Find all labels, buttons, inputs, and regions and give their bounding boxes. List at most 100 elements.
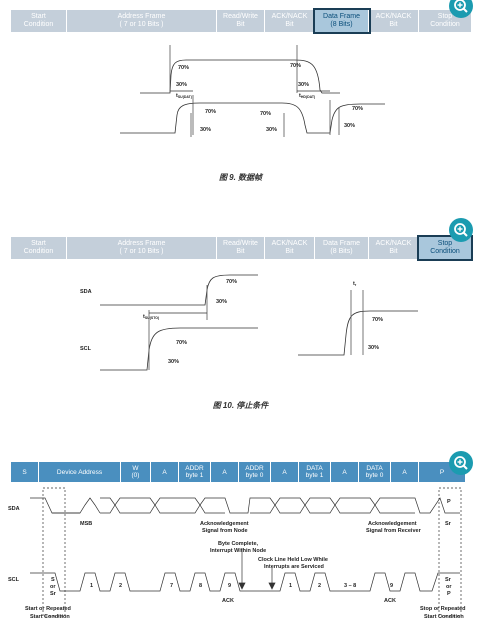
fig10-tr: tr bbox=[353, 281, 357, 287]
fig11-sr-or-p-0: Sr bbox=[445, 577, 452, 583]
fig10-sda-label: SDA bbox=[80, 289, 92, 295]
cell-line1: A bbox=[162, 468, 167, 476]
fig10-timing-diagram: SDA SCL 70% 30% tSU(STO) 70% 30% tr 70% … bbox=[80, 274, 418, 371]
fig9-p70d: 70% bbox=[260, 111, 271, 117]
fig11-clock-arrowhead bbox=[268, 582, 276, 590]
cell-line1: Data Frame bbox=[323, 13, 360, 20]
cell-line1: DATA bbox=[306, 465, 323, 472]
fig11-ack-a: ACK bbox=[222, 598, 234, 604]
zoom-icon[interactable] bbox=[449, 0, 473, 18]
fig10-p30c: 30% bbox=[368, 345, 379, 351]
cell-line2: Bit bbox=[236, 21, 245, 28]
cell-line1: ACK/NACK bbox=[271, 13, 308, 20]
cell-line1: Device Address bbox=[56, 468, 103, 476]
fig9-sda-rise bbox=[140, 59, 340, 94]
cell-line2: byte 0 bbox=[245, 472, 264, 479]
cell-line1: A bbox=[222, 468, 227, 476]
cell-line1: Read/Write bbox=[223, 240, 258, 247]
fig11-s-or-sr-1: or bbox=[50, 584, 56, 590]
cell-line1: Stop bbox=[437, 13, 453, 20]
cell-line2: Condition bbox=[23, 21, 54, 28]
cell-line1: Address Frame bbox=[117, 240, 166, 247]
cell-line1: ADDR bbox=[245, 465, 264, 472]
fig10-cell-data: Data Frame(8 Bits) bbox=[315, 237, 369, 259]
fig10-tsu: tSU(STO) bbox=[143, 314, 159, 320]
fig9-p70b: 70% bbox=[290, 63, 301, 69]
fig10-tr-curve bbox=[298, 310, 418, 356]
fig9-p30b: 30% bbox=[298, 82, 309, 88]
fig11-cell-w: W(0) bbox=[121, 462, 151, 482]
fig11-sda-waveform bbox=[30, 497, 460, 514]
cell-line2: byte 1 bbox=[185, 472, 204, 479]
cell-line2: (8 Bits) bbox=[330, 21, 353, 28]
fig11-clock-low-2: Interrupts are Serviced bbox=[264, 564, 324, 570]
cell-line1: A bbox=[342, 468, 347, 476]
cell-line1: DATA bbox=[366, 465, 383, 472]
cell-line2: Bit bbox=[389, 21, 398, 28]
fig11-clock-low-1: Clock Line Held Low While bbox=[258, 557, 328, 563]
cell-line1: Data Frame bbox=[323, 240, 360, 247]
fig11-ack-node-1: Acknowledgement bbox=[200, 521, 249, 527]
fig11-cell-s: S bbox=[11, 462, 39, 482]
cell-line2: (0) bbox=[131, 472, 140, 479]
fig11-clk-8: 8 bbox=[199, 583, 202, 589]
fig11-sr-or-p-1: or bbox=[446, 584, 452, 590]
fig11-byte-complete-2: Interrupt Within Node bbox=[210, 548, 266, 554]
fig11-timing-diagram: SDA SCL MSB Acknowledgement Signal from … bbox=[8, 487, 466, 620]
cell-line1: Start bbox=[31, 240, 46, 247]
fig9-cell-address: Address Frame( 7 or 10 Bits ) bbox=[67, 10, 217, 32]
fig9-p30e: 30% bbox=[344, 123, 355, 129]
fig9-tsu: tSU(DAT) bbox=[176, 93, 192, 99]
fig11-scl-label: SCL bbox=[8, 577, 20, 583]
fig11-clk-1: 1 bbox=[90, 583, 93, 589]
cell-line2: byte 1 bbox=[305, 472, 324, 479]
fig11-ack-node-2: Signal from Node bbox=[202, 528, 248, 534]
cell-line1: ACK/NACK bbox=[375, 13, 412, 20]
fig11-stop-box bbox=[438, 487, 462, 617]
fig11-cell-a3: A bbox=[271, 462, 299, 482]
fig11-byte-complete-1: Byte Complete, bbox=[218, 541, 259, 547]
cell-line1: ACK/NACK bbox=[375, 240, 412, 247]
fig11-sda-lower bbox=[52, 504, 415, 514]
cell-line1: Start bbox=[31, 13, 46, 20]
fig10-p70c: 70% bbox=[372, 317, 383, 323]
cell-line1: S bbox=[22, 468, 27, 476]
fig11-ack-recv-1: Acknowledgement bbox=[368, 521, 417, 527]
fig11-start-box bbox=[42, 487, 66, 617]
fig11-stop-1: Stop or Repeated bbox=[420, 606, 466, 612]
fig11-s-or-sr-0: S bbox=[51, 577, 55, 583]
cell-line2: Bit bbox=[285, 248, 294, 255]
fig9-cell-data-highlight: Data Frame(8 Bits) bbox=[313, 8, 371, 34]
fig10-caption: 图 10. 停止条件 bbox=[212, 401, 269, 410]
cell-line1: ACK/NACK bbox=[271, 240, 308, 247]
fig11-cell-a1: A bbox=[151, 462, 179, 482]
fig11-scl-waveform bbox=[30, 572, 460, 592]
fig9-p30c: 30% bbox=[200, 127, 211, 133]
cell-line1: Stop bbox=[437, 240, 453, 247]
cell-line1: A bbox=[402, 468, 407, 476]
fig10-cell-address: Address Frame( 7 or 10 Bits ) bbox=[67, 237, 217, 259]
cell-line2: Condition bbox=[23, 248, 54, 255]
fig10-scl-label: SCL bbox=[80, 346, 92, 352]
cell-line1: Address Frame bbox=[117, 13, 166, 20]
fig10-p30b: 30% bbox=[168, 359, 179, 365]
cell-line2: ( 7 or 10 Bits ) bbox=[119, 248, 164, 255]
zoom-icon[interactable] bbox=[449, 218, 473, 242]
zoom-icon[interactable] bbox=[449, 451, 473, 475]
fig11-sr-right: Sr bbox=[445, 521, 452, 527]
fig11-sda-label: SDA bbox=[8, 506, 20, 512]
fig11-clk-9b: 9 bbox=[390, 583, 393, 589]
